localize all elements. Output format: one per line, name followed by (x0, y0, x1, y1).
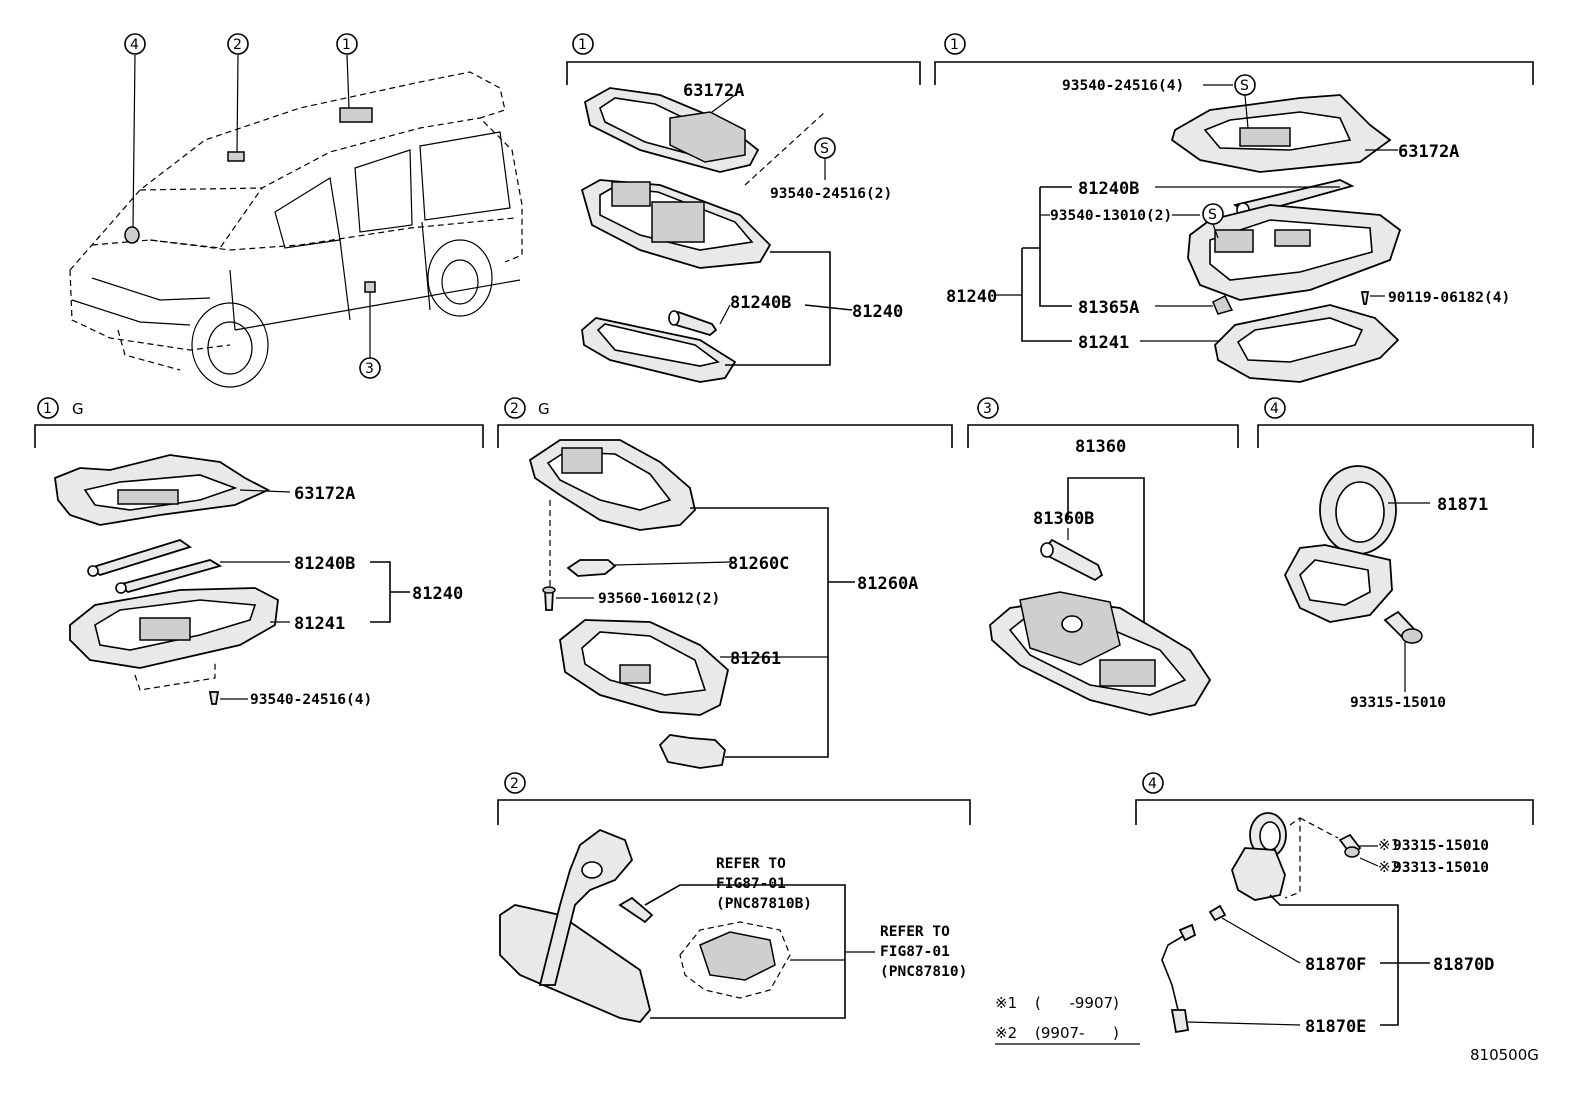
note-2-mark: ※2 (995, 1024, 1017, 1042)
svg-text:2: 2 (510, 776, 519, 792)
ref-1-line1: REFER TO (716, 856, 786, 872)
ref-2-line2: FIG87-01 (880, 944, 950, 960)
note-mark-2-h: ※2 (1378, 858, 1400, 876)
svg-text:1: 1 (342, 37, 351, 53)
svg-text:4: 4 (1270, 401, 1279, 417)
label-81241-c: 81241 (294, 614, 345, 634)
label-81260A: 81260A (857, 574, 918, 594)
svg-text:3: 3 (365, 361, 374, 377)
van-callout-3: 3 (359, 357, 381, 379)
van-callout-4: 4 (124, 33, 146, 55)
label-93540-13010-2: 93540-13010(2) (1050, 208, 1172, 224)
label-93540-24516-2: 93540-24516(2) (770, 186, 892, 202)
label-81240-a: 81240 (852, 302, 903, 322)
label-81365A: 81365A (1078, 298, 1139, 318)
panel-f: 4 (1257, 397, 1534, 692)
panel-b: 1 S S (934, 33, 1534, 383)
label-81870F: 81870F (1305, 955, 1366, 975)
legend-notes: ※1 ( -9907) ※2 (9907- ) (995, 994, 1140, 1045)
svg-text:1: 1 (43, 401, 52, 417)
note-mark-1-h: ※1 (1378, 836, 1400, 854)
panel-a: 1 S (566, 33, 921, 383)
van-illustration (69, 54, 523, 388)
panel-c: 1 G (34, 397, 484, 705)
label-81240B-b: 81240B (1078, 179, 1139, 199)
label-81870D: 81870D (1433, 955, 1494, 975)
label-93313-15010: 93313-15010 (1393, 860, 1489, 876)
svg-text:4: 4 (1148, 776, 1157, 792)
label-81360B: 81360B (1033, 509, 1094, 529)
svg-text:S: S (820, 141, 829, 157)
label-63172A-c: 63172A (294, 484, 355, 504)
panel-e: 3 (967, 397, 1239, 716)
label-90119-06182-4: 90119-06182(4) (1388, 290, 1510, 306)
label-81871: 81871 (1437, 495, 1488, 515)
svg-text:2: 2 (233, 37, 242, 53)
label-81240B-c: 81240B (294, 554, 355, 574)
label-81240-b: 81240 (946, 287, 997, 307)
svg-text:G: G (538, 400, 550, 418)
svg-text:3: 3 (983, 401, 992, 417)
label-93540-24516-4-b: 93540-24516(4) (1062, 78, 1184, 94)
ref-1-line3: (PNC87810B) (716, 896, 812, 912)
panel-g: 2 (497, 772, 971, 1023)
label-81870E: 81870E (1305, 1017, 1366, 1037)
label-63172A-b: 63172A (1398, 142, 1459, 162)
svg-text:2: 2 (510, 401, 519, 417)
svg-text:1: 1 (578, 37, 587, 53)
svg-text:4: 4 (130, 37, 139, 53)
label-81240-c: 81240 (412, 584, 463, 604)
label-93315-15010-f: 93315-15010 (1350, 695, 1446, 711)
van-callout-2: 2 (227, 33, 249, 55)
label-93540-24516-4-c: 93540-24516(4) (250, 692, 372, 708)
van-callout-1: 1 (336, 33, 358, 55)
label-81261: 81261 (730, 649, 781, 669)
panel-d: 2 G (497, 397, 953, 769)
label-93560-16012-2: 93560-16012(2) (598, 591, 720, 607)
panel-h: 4 (1135, 772, 1534, 1034)
note-1-mark: ※1 (995, 994, 1017, 1012)
ref-2-line1: REFER TO (880, 924, 950, 940)
svg-text:S: S (1208, 207, 1217, 223)
svg-text:1: 1 (950, 37, 959, 53)
diagram-id: 810500G (1470, 1046, 1539, 1064)
svg-text:G: G (72, 400, 84, 418)
label-81360: 81360 (1075, 437, 1126, 457)
ref-1-line2: FIG87-01 (716, 876, 786, 892)
ref-2-line3: (PNC87810) (880, 964, 967, 980)
label-93315-15010-h: 93315-15010 (1393, 838, 1489, 854)
svg-text:S: S (1240, 78, 1249, 94)
label-63172A-a: 63172A (683, 81, 744, 101)
label-81240B-a: 81240B (730, 293, 791, 313)
note-2-range: (9907- ) (1035, 1024, 1119, 1042)
note-1-range: ( -9907) (1035, 994, 1119, 1012)
label-81241-b: 81241 (1078, 333, 1129, 353)
label-81260C: 81260C (728, 554, 789, 574)
